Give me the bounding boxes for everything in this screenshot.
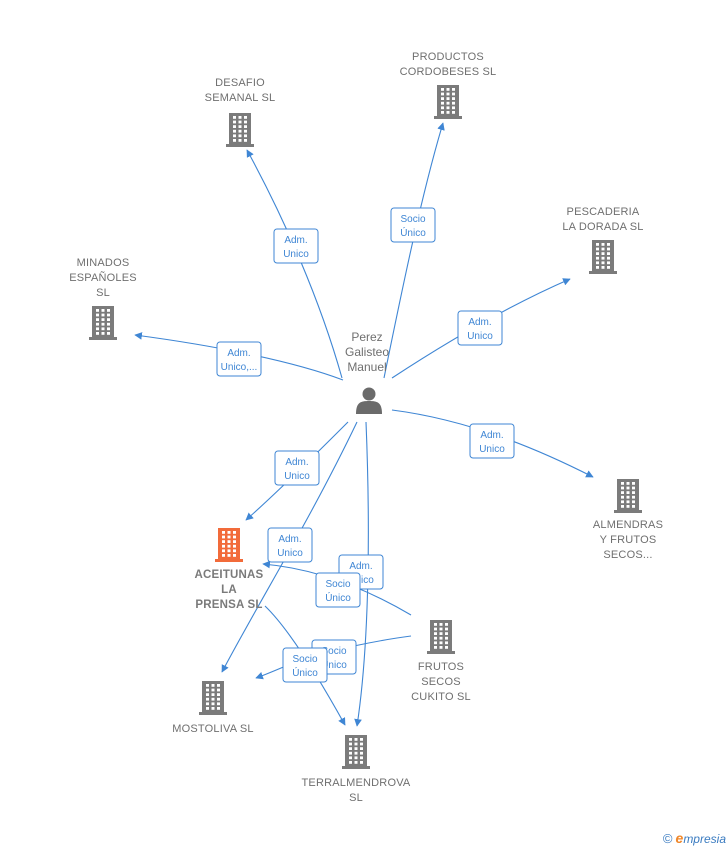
edge-label-text: Socio (321, 646, 346, 657)
edge-label-text: Unico (479, 444, 505, 455)
company-label[interactable]: PRENSA SL (195, 599, 262, 611)
edge-label-almendras[interactable]: Adm. Unico (469, 423, 515, 459)
brand-name: mpresia (683, 832, 726, 846)
edge-label-text: Unico (283, 249, 309, 260)
company-label[interactable]: CORDOBESES SL (400, 66, 497, 78)
edge-label-desafio[interactable]: Adm. Unico (273, 228, 319, 264)
company-label[interactable]: ALMENDRAS (593, 519, 663, 531)
person-label[interactable]: Perez (351, 330, 382, 344)
company-label[interactable]: SL (349, 792, 363, 804)
company-label[interactable]: ACEITUNAS (195, 569, 264, 581)
edge-label-text: Socio (325, 579, 350, 590)
company-node-terralmendrova[interactable]: TERRALMENDROVA SL (302, 735, 411, 804)
edge-label-mostoliva[interactable]: Adm. Unico (267, 527, 313, 563)
building-icon[interactable] (589, 240, 617, 274)
person-icon[interactable] (356, 387, 382, 415)
company-label[interactable]: MOSTOLIVA SL (172, 723, 253, 735)
company-label[interactable]: SEMANAL SL (205, 92, 276, 104)
company-node-minados[interactable]: MINADOS ESPAÑOLES SL (69, 257, 137, 340)
edge-label-text: Socio (292, 654, 317, 665)
edge-labels-layer: Adm.UnicoSocioÚnicoAdm.UnicoAdm.Unico,..… (216, 207, 515, 683)
company-label[interactable]: SL (96, 287, 110, 299)
brand-logo-letter: e (675, 830, 684, 846)
edge-label-text: Unico (348, 575, 374, 586)
company-label[interactable]: DESAFIO (215, 77, 265, 89)
company-node-pescaderia[interactable]: PESCADERIA LA DORADA SL (562, 206, 643, 274)
edge-label-text: Adm. (468, 317, 491, 328)
edge-label-aceitunas[interactable]: Adm. Unico (274, 450, 320, 486)
person-label[interactable]: Manuel (347, 360, 386, 374)
edge-label-text: Adm. (349, 561, 372, 572)
company-label[interactable]: SECOS... (603, 549, 652, 561)
company-label[interactable]: LA (221, 584, 237, 596)
company-node-aceitunas[interactable]: ACEITUNAS LA PRENSA SL (195, 528, 264, 611)
company-label[interactable]: ESPAÑOLES (69, 271, 137, 284)
edge-label-text: Unico,... (221, 362, 258, 373)
edge-label-text: Adm. (278, 534, 301, 545)
company-node-almendras[interactable]: ALMENDRAS Y FRUTOS SECOS... (593, 479, 663, 561)
person-label[interactable]: Galisteo (345, 345, 389, 359)
edges-layer (134, 122, 594, 727)
edge-label-text: Adm. (284, 235, 307, 246)
edge-label-text: Único (325, 591, 351, 604)
edge-label-text: Adm. (480, 430, 503, 441)
building-icon[interactable] (434, 85, 462, 119)
edge-line-productos (383, 122, 445, 379)
company-label[interactable]: CUKITO SL (411, 691, 471, 703)
building-icon[interactable] (215, 528, 243, 562)
company-node-mostoliva[interactable]: MOSTOLIVA SL (172, 681, 254, 735)
copyright-symbol: © (662, 831, 673, 846)
edge-label-pescaderia[interactable]: Adm. Unico (457, 310, 503, 346)
edge-label-text: Unico (467, 331, 493, 342)
building-icon[interactable] (342, 735, 370, 769)
company-label[interactable]: LA DORADA SL (562, 221, 643, 233)
company-label[interactable]: MINADOS (77, 257, 130, 269)
building-icon[interactable] (427, 620, 455, 654)
company-node-frutos[interactable]: FRUTOS SECOS CUKITO SL (411, 620, 471, 703)
empresia-brand[interactable]: ©empresia (663, 830, 726, 846)
company-node-desafio[interactable]: DESAFIO SEMANAL SL (205, 77, 276, 147)
company-label[interactable]: SECOS (421, 676, 461, 688)
company-label[interactable]: PESCADERIA (567, 206, 640, 218)
edge-label-text: Adm. (285, 457, 308, 468)
edge-label-text: Socio (400, 214, 425, 225)
company-node-productos[interactable]: PRODUCTOS CORDOBESES SL (400, 51, 497, 119)
edge-label-text: Único (400, 226, 426, 239)
building-icon[interactable] (226, 113, 254, 147)
company-label[interactable]: TERRALMENDROVA (302, 777, 411, 789)
company-label[interactable]: Y FRUTOS (600, 534, 657, 546)
building-icon[interactable] (89, 306, 117, 340)
edge-label-text: Unico (284, 471, 310, 482)
company-label[interactable]: FRUTOS (418, 661, 464, 673)
edge-label-text: Único (321, 658, 347, 671)
company-label[interactable]: PRODUCTOS (412, 51, 484, 63)
edge-label-minados[interactable]: Adm. Unico,... (216, 341, 262, 377)
edge-label-text: Unico (277, 548, 303, 559)
edge-label-text: Único (292, 666, 318, 679)
building-icon[interactable] (614, 479, 642, 513)
building-icon[interactable] (199, 681, 227, 715)
edge-label-text: Adm. (227, 348, 250, 359)
